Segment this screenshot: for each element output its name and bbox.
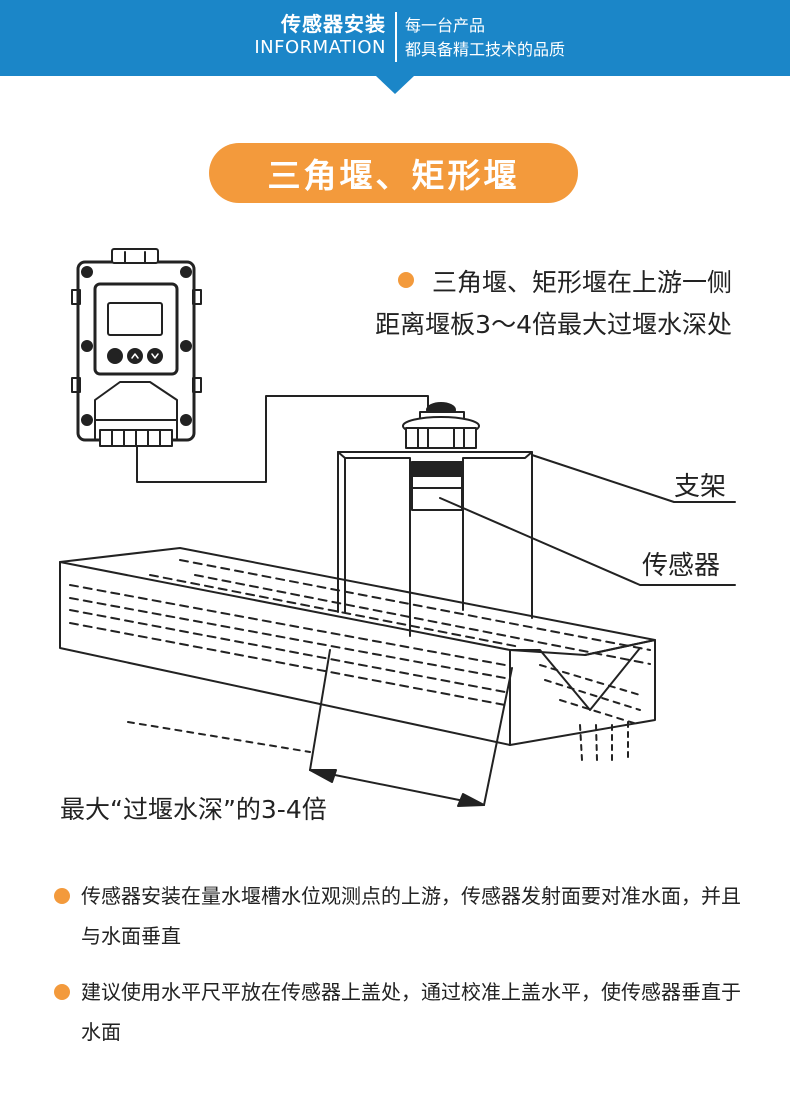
note-line1-text: 三角堰、矩形堰在上游一侧	[431, 268, 732, 297]
section-title-pill: 三角堰、矩形堰	[209, 143, 578, 203]
header-title: 传感器安装	[281, 12, 386, 36]
mounting-bracket	[337, 451, 533, 637]
note-line-1: 三角堰、矩形堰在上游一侧	[375, 262, 732, 304]
sensor-leader	[439, 497, 736, 586]
bullet-item-1: 传感器安装在量水堰槽水位观测点的上游，传感器发射面要对准水面，并且与水面垂直	[54, 876, 744, 956]
bullet-dot-icon	[54, 984, 70, 1000]
header-slogan: 每一台产品 都具备精工技术的品质	[405, 14, 565, 62]
bullet-dot-icon	[54, 888, 70, 904]
header-banner: 传感器安装 INFORMATION 每一台产品 都具备精工技术的品质	[0, 0, 790, 76]
sensor-cable	[136, 395, 429, 483]
label-distance: 最大“过堰水深”的3-4倍	[60, 795, 327, 824]
water-channel	[59, 547, 656, 761]
label-sensor: 传感器	[642, 551, 721, 581]
installation-note: 三角堰、矩形堰在上游一侧 距离堰板3～4倍最大过堰水深处	[375, 262, 732, 346]
bullet-text-1: 传感器安装在量水堰槽水位观测点的上游，传感器发射面要对准水面，并且与水面垂直	[81, 884, 741, 948]
label-bracket: 支架	[674, 472, 727, 502]
bracket-leader	[531, 454, 736, 503]
bullet-item-2: 建议使用水平尺平放在传感器上盖处，通过校准上盖水平，使传感器垂直于水面	[54, 972, 744, 1052]
header-subtitle: INFORMATION	[254, 37, 386, 58]
header-left: 传感器安装 INFORMATION	[254, 12, 386, 60]
header-slogan-line2: 都具备精工技术的品质	[405, 40, 566, 59]
section-title: 三角堰、矩形堰	[267, 156, 520, 195]
ultrasonic-sensor	[402, 402, 480, 511]
bullet-text-2: 建议使用水平尺平放在传感器上盖处，通过校准上盖水平，使传感器垂直于水面	[81, 980, 741, 1044]
header-divider	[395, 12, 397, 62]
installation-diagram	[59, 248, 736, 807]
note-line-2: 距离堰板3～4倍最大过堰水深处	[375, 310, 732, 339]
distance-dimension	[127, 649, 513, 807]
header-slogan-line1: 每一台产品	[405, 16, 486, 35]
controller-unit	[71, 248, 202, 447]
header-notch	[376, 76, 414, 94]
bullet-dot-icon	[397, 272, 414, 288]
